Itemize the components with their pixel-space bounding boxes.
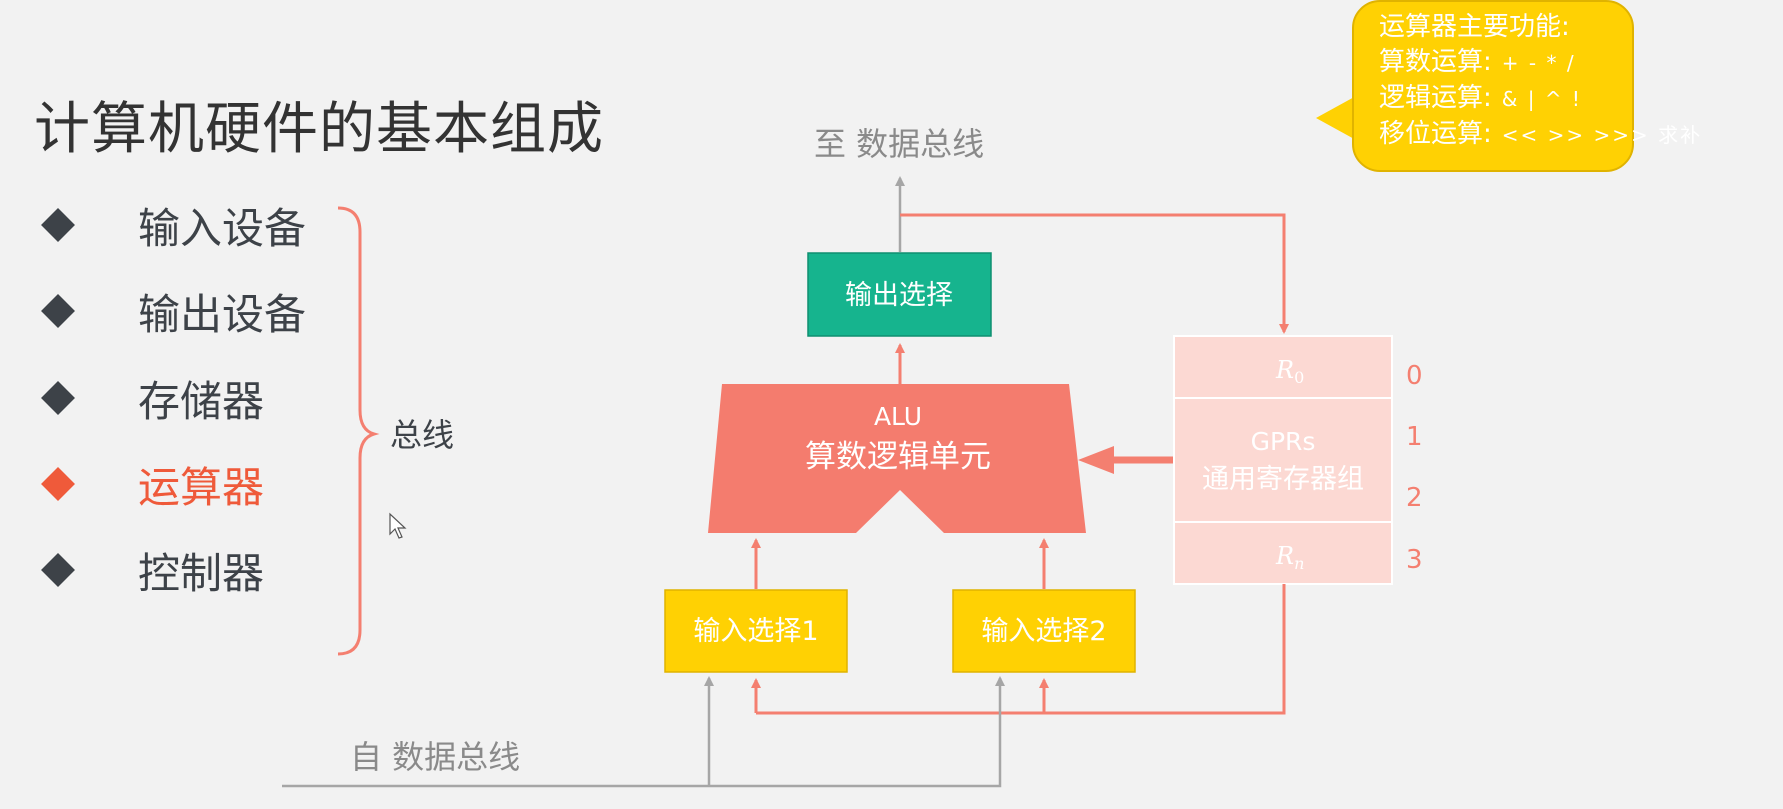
register-r0-cell [1173, 335, 1393, 399]
register-index-2: 2 [1406, 483, 1423, 513]
list-item-label: 输出设备 [138, 289, 307, 339]
register-index-3: 3 [1406, 545, 1423, 575]
list-item-label: 存储器 [138, 376, 265, 426]
input-select-1-label: 输入选择1 [693, 616, 818, 647]
callout-line-ops: & | ^ ! [1501, 87, 1582, 111]
callout-line-label: 算数运算: [1379, 47, 1492, 77]
input-select-1-box [664, 589, 848, 673]
mouse-cursor-icon [389, 512, 407, 539]
register-file: R0 GPRs 通用寄存器组 Rn [1173, 335, 1393, 585]
callout-line-ops: + - * / [1501, 51, 1576, 75]
list-item-controller: 控制器 [36, 540, 264, 600]
register-index-0: 0 [1406, 361, 1423, 391]
callout-line-label: 移位运算: [1379, 119, 1492, 149]
callout-line-logic: 逻辑运算: & | ^ ! [1379, 81, 1632, 117]
output-select-label: 输出选择 [845, 280, 953, 311]
page-title: 计算机硬件的基本组成 [34, 97, 604, 162]
callout-line-shift: 移位运算: << >> >>> 求补 [1379, 117, 1700, 153]
callout-line-label: 逻辑运算: [1379, 83, 1492, 113]
list-item-output-device: 输出设备 [36, 281, 306, 341]
gprs-description: 通用寄存器组 [1202, 464, 1364, 495]
gprs-name: GPRs [1251, 427, 1316, 456]
callout-line-ops: << >> >>> 求补 [1501, 123, 1703, 147]
from-data-bus-label: 自 数据总线 [350, 738, 520, 776]
register-to-input-line [756, 584, 1286, 715]
register-gprs-cell [1173, 397, 1393, 523]
callout-heading: 运算器主要功能: [1379, 12, 1570, 42]
callout-tail [1316, 96, 1356, 140]
list-item-label: 运算器 [138, 462, 265, 512]
list-item-input-device: 输入设备 [36, 195, 306, 255]
alu-name: ALU [874, 402, 922, 431]
list-item-label: 输入设备 [138, 203, 307, 253]
alu-functions-callout: 运算器主要功能: 算数运算: + - * / 逻辑运算: & | ^ ! 移位运算:… [1352, 0, 1700, 172]
list-item-memory: 存储器 [36, 368, 264, 428]
list-item-alu: 运算器 [36, 454, 264, 514]
output-to-register-arrow [900, 213, 1289, 334]
register-to-alu-arrow-head [1078, 446, 1114, 474]
register-rn-cell [1173, 521, 1393, 585]
to-data-bus-label: 至 数据总线 [814, 125, 984, 163]
callout-line-arithmetic: 算数运算: + - * / [1379, 45, 1632, 81]
list-item-label: 控制器 [138, 548, 265, 598]
bus-brace [337, 206, 380, 656]
alu-shape [708, 384, 1086, 533]
alu-description: 算数逻辑单元 [805, 439, 991, 475]
input-select-2-label: 输入选择2 [981, 616, 1106, 647]
register-index-1: 1 [1406, 422, 1423, 452]
output-select-box [807, 252, 992, 337]
from-bus-to-input2-arrow [282, 676, 1005, 788]
input-select-2-box [952, 589, 1136, 673]
register-r0-label: R0 [1275, 356, 1304, 387]
bus-label: 总线 [390, 416, 454, 454]
register-rn-label: Rn [1275, 542, 1304, 573]
